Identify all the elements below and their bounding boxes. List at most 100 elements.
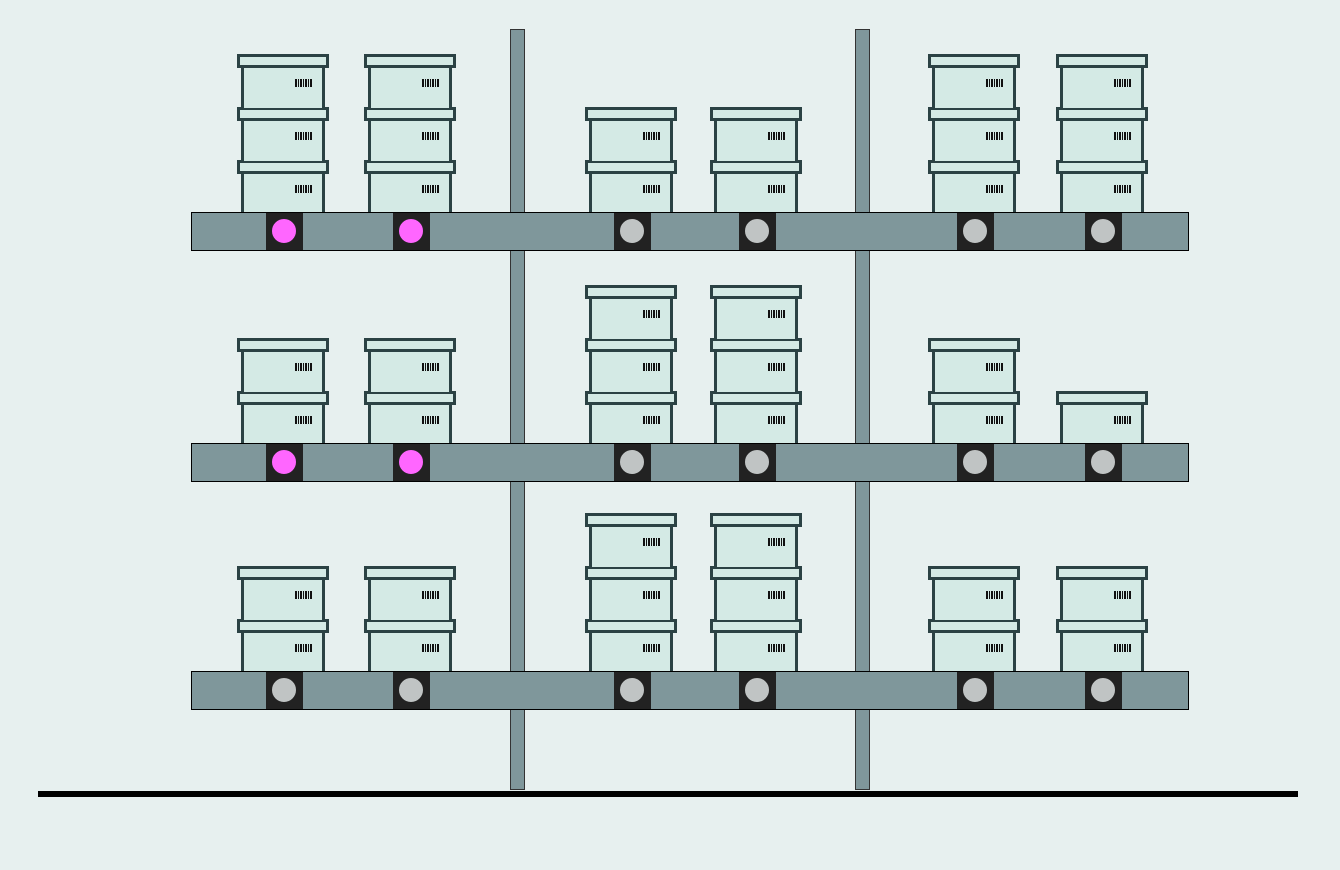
storage-box[interactable] bbox=[237, 338, 329, 392]
slot-indicator[interactable] bbox=[266, 444, 303, 481]
storage-box[interactable] bbox=[237, 619, 329, 673]
slot-indicator[interactable] bbox=[1085, 213, 1122, 250]
slot-indicator[interactable] bbox=[614, 672, 651, 709]
storage-box[interactable] bbox=[710, 160, 802, 214]
storage-box[interactable] bbox=[710, 285, 802, 339]
idle-indicator-icon bbox=[1090, 218, 1116, 244]
storage-box[interactable] bbox=[364, 54, 456, 108]
barcode-icon bbox=[295, 79, 312, 87]
barcode-icon bbox=[986, 644, 1003, 652]
slot-indicator[interactable] bbox=[739, 672, 776, 709]
box-lid bbox=[1056, 566, 1148, 580]
storage-box[interactable] bbox=[585, 391, 677, 445]
storage-box[interactable] bbox=[364, 107, 456, 161]
storage-box[interactable] bbox=[710, 338, 802, 392]
slot-indicator[interactable] bbox=[957, 213, 994, 250]
box-lid bbox=[1056, 54, 1148, 68]
storage-box[interactable] bbox=[710, 513, 802, 567]
storage-box[interactable] bbox=[585, 107, 677, 161]
storage-box[interactable] bbox=[237, 391, 329, 445]
slot-indicator[interactable] bbox=[1085, 444, 1122, 481]
box-body bbox=[241, 173, 325, 214]
box-lid bbox=[710, 513, 802, 527]
idle-indicator-icon bbox=[962, 677, 988, 703]
barcode-icon bbox=[1114, 132, 1131, 140]
barcode-icon bbox=[422, 132, 439, 140]
storage-box[interactable] bbox=[1056, 619, 1148, 673]
idle-indicator-icon bbox=[1090, 677, 1116, 703]
box-lid bbox=[237, 54, 329, 68]
slot-indicator[interactable] bbox=[266, 672, 303, 709]
slot-indicator[interactable] bbox=[393, 672, 430, 709]
slot-indicator[interactable] bbox=[614, 444, 651, 481]
slot-indicator[interactable] bbox=[739, 213, 776, 250]
storage-box[interactable] bbox=[1056, 566, 1148, 620]
storage-box[interactable] bbox=[928, 160, 1020, 214]
box-lid bbox=[928, 391, 1020, 405]
slot-indicator[interactable] bbox=[266, 213, 303, 250]
box-lid bbox=[710, 391, 802, 405]
storage-box[interactable] bbox=[928, 338, 1020, 392]
storage-box[interactable] bbox=[928, 619, 1020, 673]
storage-box[interactable] bbox=[585, 338, 677, 392]
storage-box[interactable] bbox=[1056, 391, 1148, 445]
slot-indicator[interactable] bbox=[739, 444, 776, 481]
box-body bbox=[714, 173, 798, 214]
box-body bbox=[589, 526, 673, 567]
storage-box[interactable] bbox=[585, 513, 677, 567]
active-indicator-icon bbox=[271, 449, 297, 475]
box-body bbox=[589, 173, 673, 214]
slot-indicator[interactable] bbox=[1085, 672, 1122, 709]
storage-box[interactable] bbox=[928, 566, 1020, 620]
box-lid bbox=[585, 285, 677, 299]
box-lid bbox=[710, 338, 802, 352]
storage-box[interactable] bbox=[585, 160, 677, 214]
box-body bbox=[589, 120, 673, 161]
idle-indicator-icon bbox=[962, 218, 988, 244]
box-body bbox=[368, 120, 452, 161]
box-body bbox=[932, 351, 1016, 392]
box-lid bbox=[585, 566, 677, 580]
slot-indicator[interactable] bbox=[393, 444, 430, 481]
barcode-icon bbox=[422, 416, 439, 424]
box-lid bbox=[1056, 619, 1148, 633]
storage-box[interactable] bbox=[585, 566, 677, 620]
slot-indicator[interactable] bbox=[614, 213, 651, 250]
storage-box[interactable] bbox=[928, 107, 1020, 161]
storage-box[interactable] bbox=[364, 160, 456, 214]
box-body bbox=[714, 120, 798, 161]
box-lid bbox=[710, 285, 802, 299]
idle-indicator-icon bbox=[744, 218, 770, 244]
storage-box[interactable] bbox=[710, 619, 802, 673]
storage-box[interactable] bbox=[710, 566, 802, 620]
storage-box[interactable] bbox=[237, 160, 329, 214]
storage-box[interactable] bbox=[237, 54, 329, 108]
box-lid bbox=[928, 160, 1020, 174]
box-lid bbox=[585, 513, 677, 527]
storage-box[interactable] bbox=[1056, 54, 1148, 108]
slot-indicator[interactable] bbox=[957, 672, 994, 709]
box-lid bbox=[237, 619, 329, 633]
storage-box[interactable] bbox=[364, 391, 456, 445]
storage-box[interactable] bbox=[710, 107, 802, 161]
slot-indicator[interactable] bbox=[393, 213, 430, 250]
storage-box[interactable] bbox=[237, 107, 329, 161]
storage-box[interactable] bbox=[585, 619, 677, 673]
storage-box[interactable] bbox=[364, 338, 456, 392]
storage-box[interactable] bbox=[585, 285, 677, 339]
storage-box[interactable] bbox=[710, 391, 802, 445]
slot-indicator[interactable] bbox=[957, 444, 994, 481]
box-body bbox=[932, 632, 1016, 673]
storage-box[interactable] bbox=[928, 54, 1020, 108]
storage-box[interactable] bbox=[237, 566, 329, 620]
box-body bbox=[714, 526, 798, 567]
storage-box[interactable] bbox=[1056, 107, 1148, 161]
idle-indicator-icon bbox=[962, 449, 988, 475]
storage-box[interactable] bbox=[364, 619, 456, 673]
box-lid bbox=[1056, 391, 1148, 405]
storage-box[interactable] bbox=[1056, 160, 1148, 214]
storage-box[interactable] bbox=[928, 391, 1020, 445]
barcode-icon bbox=[643, 132, 660, 140]
box-body bbox=[932, 404, 1016, 445]
storage-box[interactable] bbox=[364, 566, 456, 620]
